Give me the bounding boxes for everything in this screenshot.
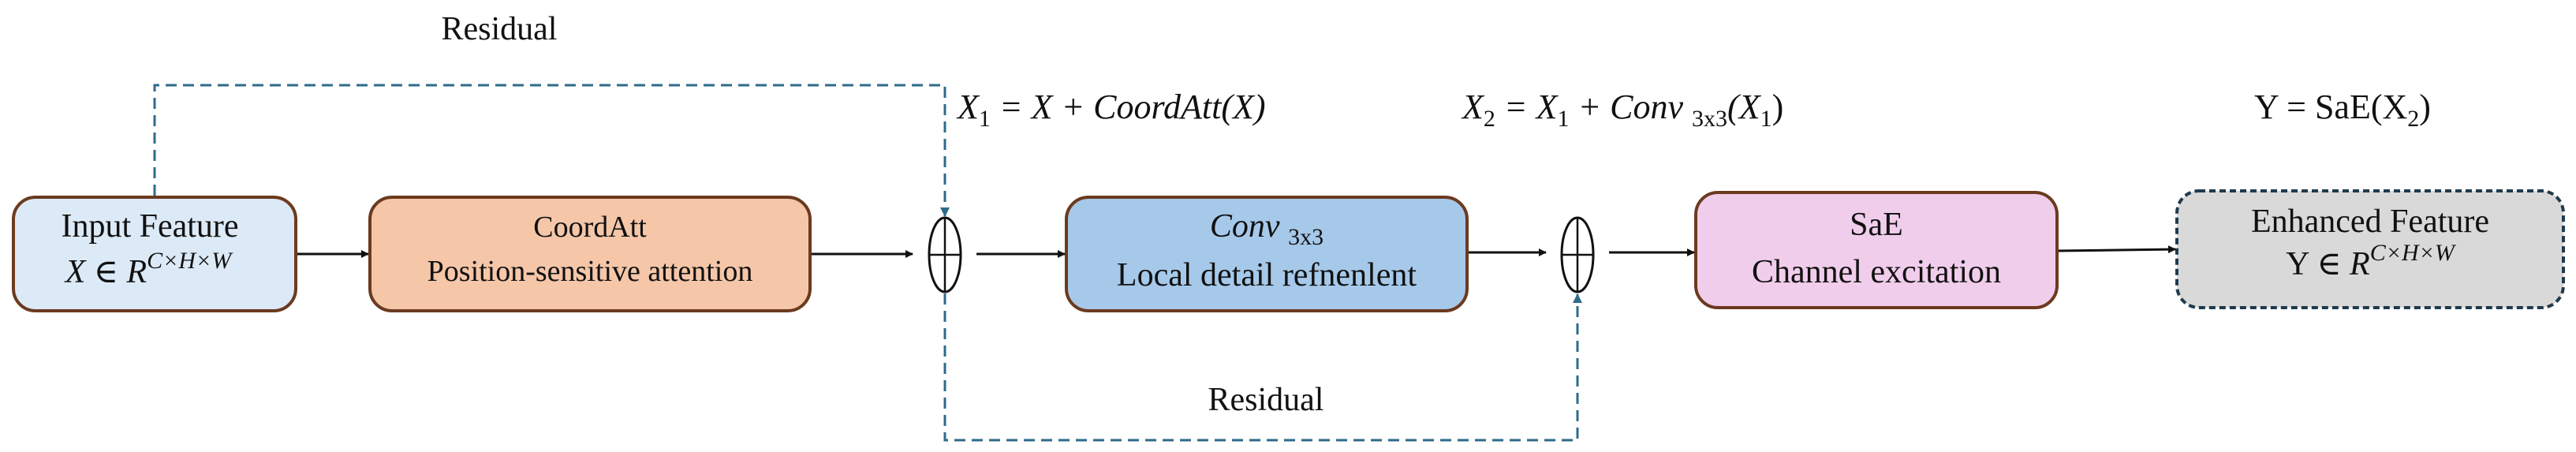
output-title: Enhanced Feature [2251,204,2489,240]
coordatt-box: CoordAtt Position-sensitive attention [368,196,812,312]
conv-subtitle: Local detail refnenlent [1117,257,1417,293]
sae-box: SaE Channel excitation [1694,191,2059,309]
input-title: Input Feature [61,208,238,245]
sae-title: SaE [1850,207,1903,243]
output-shape: Y ∈ RC×H×W [2286,240,2457,282]
residual-top-path [153,84,950,217]
equation-x1: X1 = X + CoordAtt(X) [956,88,1266,132]
conv-box: Conv 3x3 Local detail refnenlent [1065,196,1469,312]
enhanced-feature-box: Enhanced Feature Y ∈ RC×H×W [2175,189,2565,309]
equation-y: Y = SaE(X2) [2254,88,2431,132]
residual-bottom-label: Residual [1208,382,1324,418]
residual-bottom-path [943,293,1582,442]
input-shape: X ∈ RC×H×W [64,248,234,290]
sum-node-1 [928,216,962,293]
equation-x2: X2 = X1 + Conv 3x3(X1) [1461,88,1783,132]
arrow-sae-output [2056,245,2176,254]
conv-title: Conv 3x3 [1210,208,1323,250]
sae-subtitle: Channel excitation [1752,254,2001,290]
residual-top-label: Residual [442,11,558,47]
coordatt-title: CoordAtt [533,211,647,244]
input-feature-box: Input Feature X ∈ RC×H×W [12,196,297,312]
sum-node-2 [1560,216,1595,293]
coordatt-subtitle: Position-sensitive attention [427,255,753,288]
